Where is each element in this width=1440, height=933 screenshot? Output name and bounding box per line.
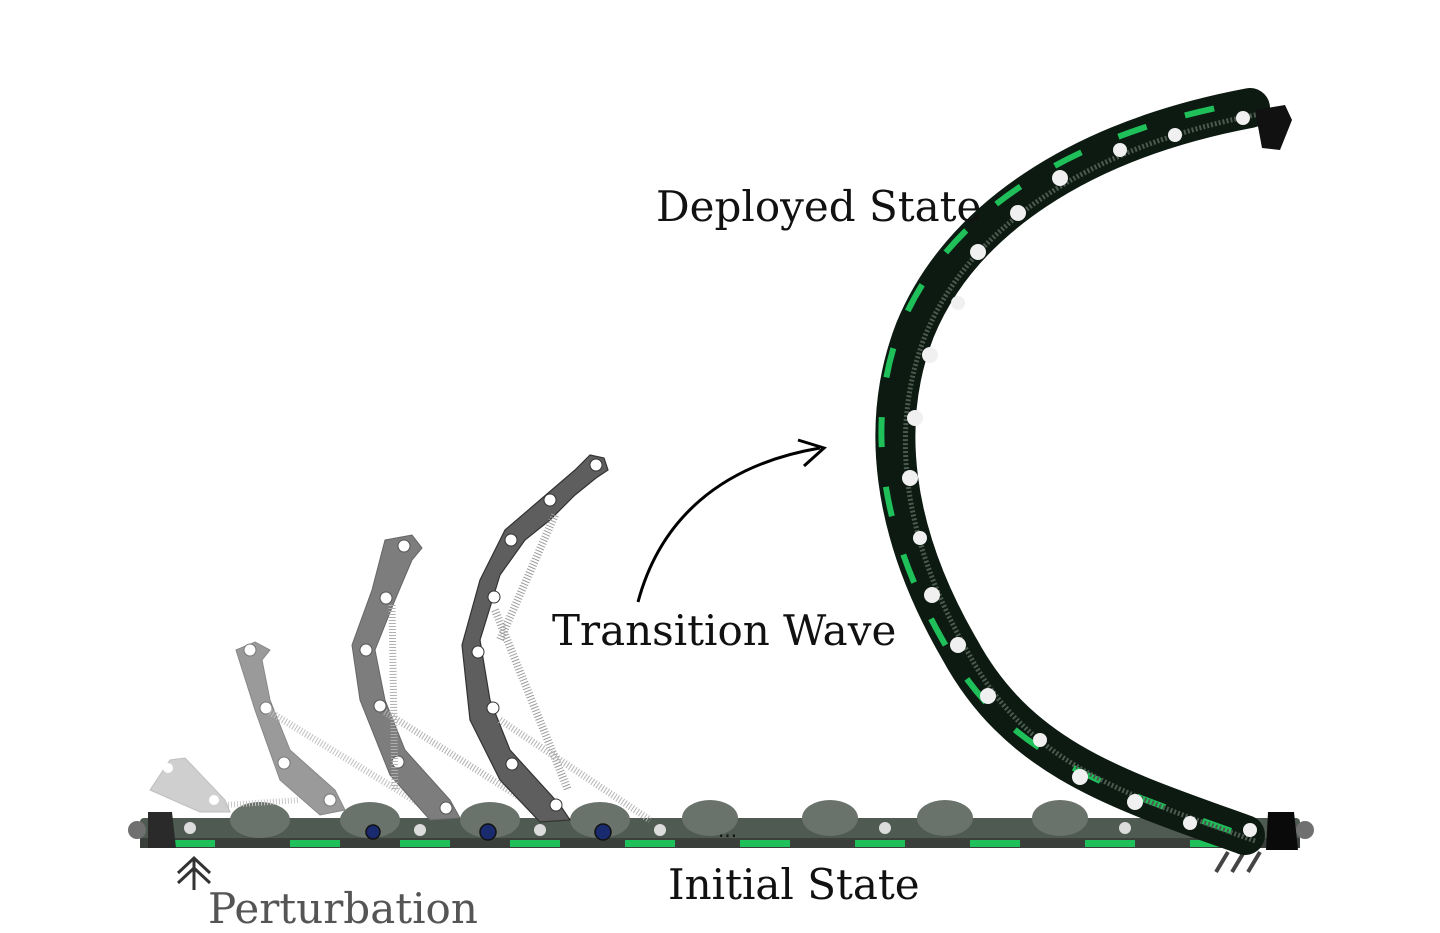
perturbation-arrow-icon [176, 855, 212, 890]
transition-link-stage-3 [351, 534, 542, 821]
transition-arrow-icon [636, 438, 827, 603]
perturbation-label: Perturbation [208, 884, 478, 933]
transition-link-stage-2 [235, 641, 432, 816]
ellipsis-marker: ... [718, 818, 737, 842]
initial-state-label: Initial State [668, 860, 920, 909]
transition-link-stage-1 [149, 757, 301, 813]
ground-hatch-icon [1214, 850, 1262, 874]
transition-wave-label: Transition Wave [552, 606, 897, 655]
deployed-state-label: Deployed State [656, 182, 982, 231]
transition-link-stage-4 [461, 454, 652, 823]
deployed-state-chain [875, 88, 1292, 855]
